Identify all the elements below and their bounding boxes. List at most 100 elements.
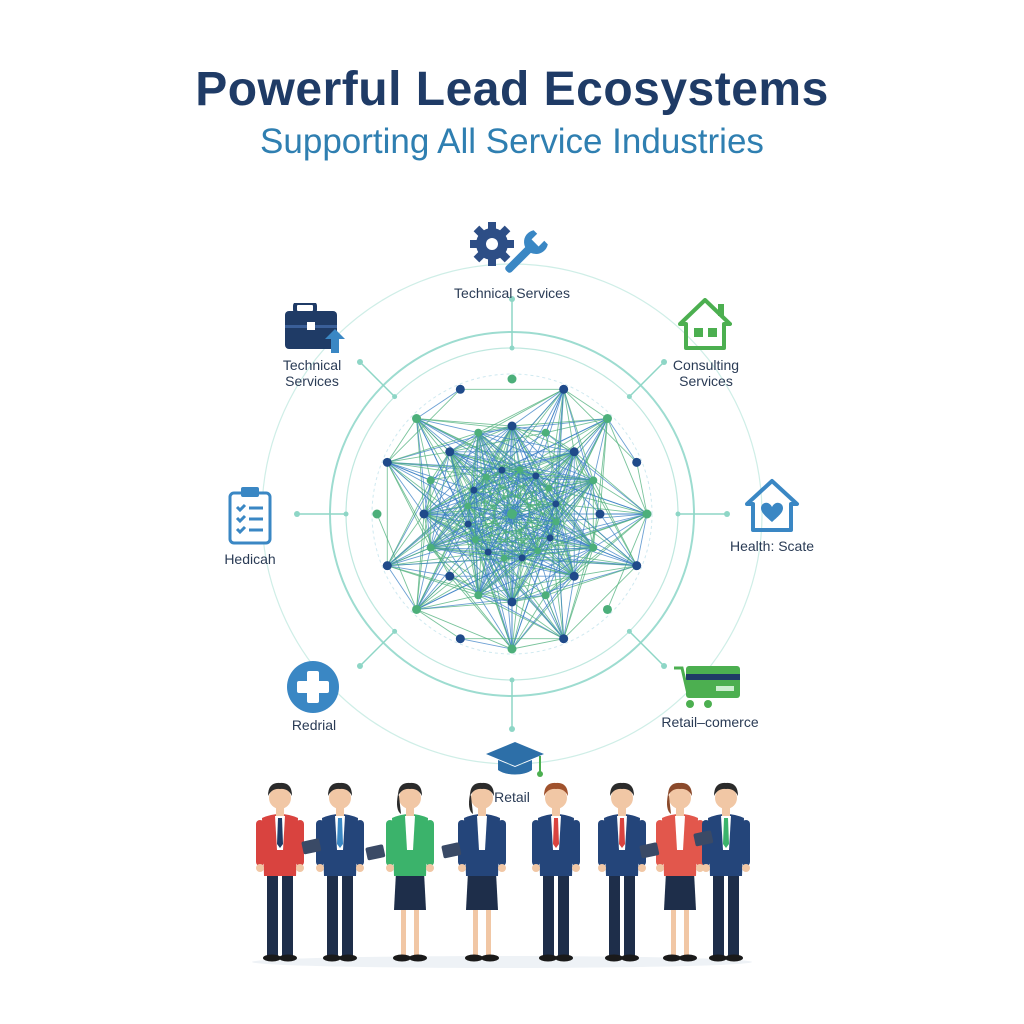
head	[715, 787, 737, 809]
head	[545, 787, 567, 809]
network-edge	[386, 418, 417, 463]
network-edge	[511, 513, 523, 558]
network-edge	[460, 638, 513, 650]
neck	[552, 806, 560, 816]
leg	[671, 910, 676, 956]
spoke-dot	[675, 511, 681, 517]
network-node	[412, 414, 422, 424]
network-edge	[387, 451, 450, 463]
network-node	[632, 457, 642, 467]
network-edge	[478, 547, 594, 596]
person	[702, 782, 750, 962]
hand	[532, 864, 540, 872]
shirt	[477, 816, 487, 850]
network-edge	[416, 523, 469, 610]
network-edge	[467, 503, 556, 507]
network-edge	[521, 503, 557, 559]
hand	[702, 864, 710, 872]
network-edge	[386, 451, 451, 566]
hair	[667, 794, 671, 814]
spoke-dot	[294, 511, 300, 517]
network-node	[534, 547, 542, 555]
network-edge	[473, 489, 523, 559]
network-edge	[467, 469, 503, 507]
node-label-right: Health: Scate	[729, 538, 815, 554]
network-node	[532, 472, 540, 480]
network-edge	[473, 489, 557, 523]
network-edge	[573, 451, 594, 481]
network-edge	[423, 480, 432, 515]
network-edge	[387, 565, 513, 603]
network-node	[559, 384, 569, 394]
network-edge	[545, 432, 575, 577]
network-node	[464, 520, 472, 528]
network-node	[474, 591, 483, 600]
network-edge	[549, 480, 594, 539]
network-edge	[535, 475, 638, 566]
shoe	[709, 954, 727, 962]
network-edge	[511, 513, 539, 552]
network-edge	[511, 575, 575, 650]
spoke-dot	[626, 394, 632, 400]
network-edge	[416, 418, 432, 548]
hand	[572, 864, 580, 872]
network-edge	[387, 565, 479, 596]
network-edge	[573, 480, 594, 577]
spoke-line	[359, 361, 396, 398]
network-edge	[416, 480, 432, 610]
network-edge	[467, 524, 479, 596]
head	[611, 787, 633, 809]
leg	[713, 872, 724, 956]
network-edge	[423, 451, 451, 515]
network-edge	[573, 451, 638, 566]
shoe	[279, 954, 297, 962]
spoke-dot	[356, 358, 363, 365]
person	[458, 782, 506, 962]
shoe	[679, 954, 697, 962]
network-edge	[535, 475, 557, 522]
network-node	[541, 428, 550, 437]
network-edge	[511, 557, 523, 650]
shoe	[323, 954, 341, 962]
network-node	[500, 554, 508, 562]
network-edge	[478, 594, 564, 640]
network-node	[541, 591, 550, 600]
network-edge	[537, 503, 557, 552]
neck	[618, 806, 626, 816]
network-node	[602, 604, 612, 614]
leg	[558, 872, 569, 956]
node-label-left: Hedicah	[224, 551, 276, 567]
spoke-dot	[724, 511, 730, 517]
network-edge	[430, 547, 479, 596]
network-edge	[511, 575, 575, 603]
head	[399, 787, 421, 809]
network-node	[372, 509, 382, 519]
leg	[282, 872, 293, 956]
network-edge	[501, 451, 575, 471]
network-edge	[474, 469, 503, 540]
hand	[296, 864, 304, 872]
hair	[668, 782, 692, 796]
neck	[406, 806, 414, 816]
arm	[356, 820, 364, 866]
network-edge	[387, 557, 523, 567]
network-edge	[478, 557, 523, 596]
spoke-line	[628, 630, 665, 667]
network-edge	[487, 513, 513, 553]
tablet	[693, 830, 714, 847]
network-edge	[519, 469, 557, 505]
hand	[256, 864, 264, 872]
network-edge	[477, 432, 523, 558]
arm	[498, 820, 506, 866]
network-edge	[416, 601, 513, 610]
network-edge	[416, 418, 513, 427]
network-edge	[430, 489, 475, 548]
network-edge	[563, 388, 608, 419]
network-edge	[449, 451, 469, 525]
node-label-top-right: Consulting Services	[672, 357, 740, 389]
network-node	[470, 486, 478, 494]
shoe	[725, 954, 743, 962]
network-edge	[636, 513, 648, 566]
network-node	[498, 466, 506, 474]
network-node	[518, 554, 526, 562]
